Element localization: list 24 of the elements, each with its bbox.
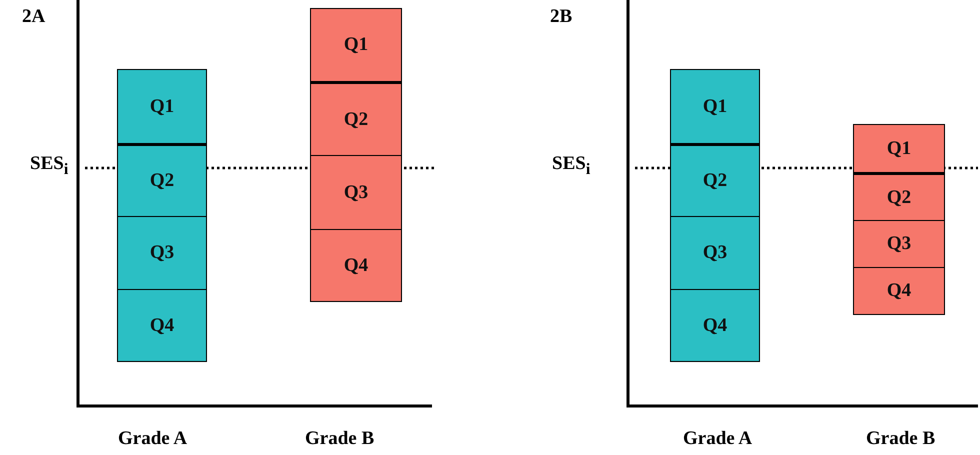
quartile-box: Q2 [670,143,760,217]
quartile-box: Q3 [117,216,207,290]
axis-label: SES$_{i}$ [552,153,590,179]
quartile-box: Q4 [853,267,945,315]
group-label: Grade A [683,428,752,450]
panel-label: 2B [550,6,572,28]
quartile-box: Q1 [670,69,760,144]
group-label: Grade A [118,428,188,450]
quartile-box: Q1 [117,69,207,144]
quartile-box: Q1 [310,8,402,82]
quartile-box: Q2 [310,81,402,156]
quartile-box: Q3 [310,155,402,230]
axis-label: SES$_{i}$ [30,153,68,179]
group-label: Grade B [866,428,936,450]
quartile-box: Q2 [853,172,945,221]
panel-label: 2A [22,6,46,28]
quartile-box: Q3 [853,220,945,268]
quartile-box: Q1 [853,124,945,174]
quartile-box: Q4 [117,289,207,362]
group-label: Grade B [305,428,374,450]
quartile-box: Q4 [310,229,402,302]
quartile-box: Q2 [117,143,207,217]
quartile-box: Q4 [670,289,760,362]
quartile-box: Q3 [670,216,760,290]
